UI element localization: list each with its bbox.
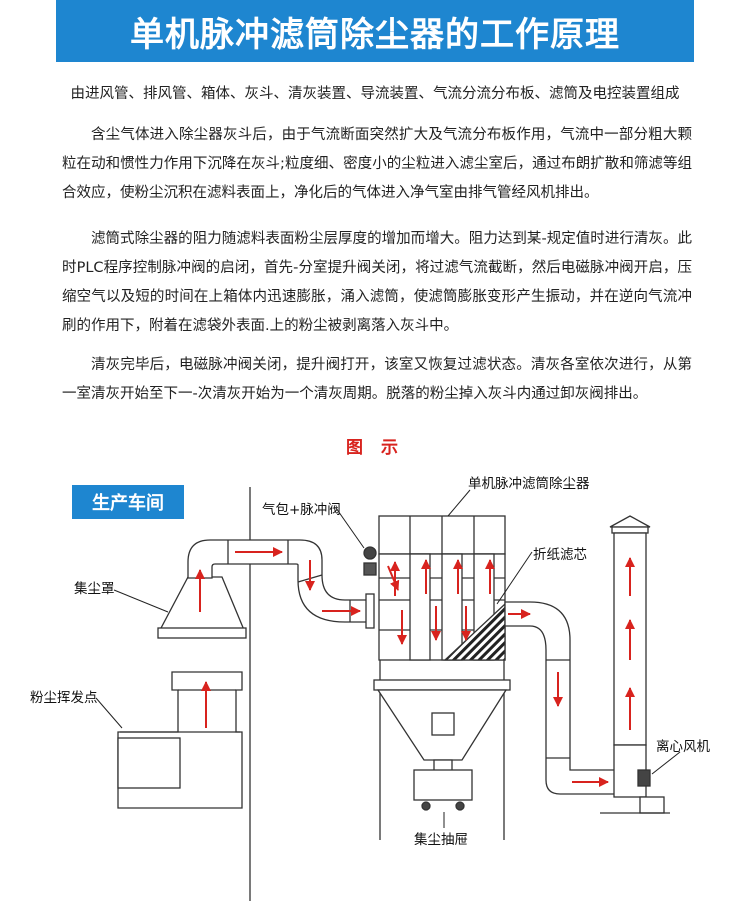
- label-drawer: 集尘抽屉: [414, 832, 468, 848]
- outlet-duct: [504, 601, 616, 795]
- hopper-top: [373, 679, 511, 691]
- hood-base: [157, 627, 247, 639]
- label-pulse-valve: 气包+脉冲阀: [262, 502, 341, 518]
- label-collector: 单机脉冲滤筒除尘器: [468, 476, 590, 492]
- inlet-flange: [365, 593, 375, 629]
- paragraph-2: 滤筒式除尘器的阻力随滤料表面粉尘层厚度的增加而增大。阻力达到某-规定值时进行清灰…: [62, 231, 692, 334]
- figure-title: 图 示: [346, 438, 404, 458]
- subtitle: 由进风管、排风管、箱体、灰斗、清灰装置、导流装置、气流分流分布板、滤筒及电控装置…: [70, 86, 680, 102]
- paragraph-3: 清灰完毕后，电磁脉冲阀关闭，提升阀打开，该室又恢复过滤状态。清灰各室依次进行，从…: [62, 357, 692, 402]
- paragraph-1: 含尘气体进入除尘器灰斗后，由于气流断面突然扩大及气流分布板作用，气流中一部分粗大…: [62, 127, 692, 201]
- inlet-duct: [187, 539, 373, 623]
- hopper-window: [431, 712, 455, 736]
- chimney-cap: [609, 515, 651, 528]
- page-title: 单机脉冲滤筒除尘器的工作原理: [130, 14, 620, 55]
- collection-hood: [158, 576, 245, 631]
- label-fan: 离心风机: [656, 739, 710, 755]
- pleated-filter-cartridge: [443, 602, 506, 661]
- title-banner: 单机脉冲滤筒除尘器的工作原理: [56, 0, 694, 62]
- label-hood: 集尘罩: [74, 581, 115, 597]
- workshop-badge: 生产车间: [72, 485, 184, 519]
- dust-collector-diagram: [95, 487, 681, 901]
- dust-drawer: [413, 769, 473, 801]
- pulse-valve-icon: [363, 546, 377, 560]
- label-dust-source: 粉尘挥发点: [30, 690, 98, 706]
- label-filter: 折纸滤芯: [533, 547, 587, 563]
